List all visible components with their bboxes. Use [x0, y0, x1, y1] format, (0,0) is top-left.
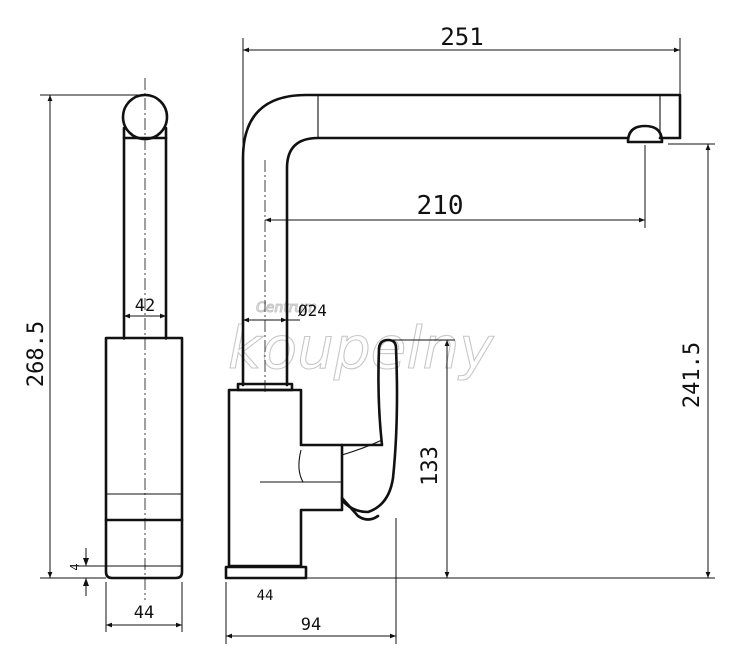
dim-total-height-ext — [40, 94, 145, 579]
side-view: 42 268.5 4 44 — [24, 78, 184, 632]
front-view-lever-handle — [340, 338, 399, 514]
dim-body-depth-label: 94 — [301, 615, 321, 635]
front-view-aerator — [626, 124, 664, 144]
dim-base-thickness-label: 4 — [68, 563, 82, 570]
dim-base-width-front-label: 44 — [257, 588, 274, 604]
dim-total-height-label: 268.5 — [24, 321, 49, 387]
dim-spout-reach-label: 210 — [417, 191, 464, 221]
dim-spout-height-label: 241.5 — [680, 342, 705, 408]
front-view-body — [227, 388, 344, 568]
front-view-base — [224, 565, 308, 580]
front-view-lever-neck — [341, 439, 383, 456]
front-view-spout-joints — [317, 95, 661, 138]
side-view-base — [104, 518, 184, 580]
front-view-spout-inner — [285, 136, 630, 387]
dim-overall-width-label: 251 — [440, 23, 483, 51]
front-view-body-curve — [298, 449, 304, 483]
dim-pipe-diameter-label: Ø24 — [298, 301, 327, 320]
dim-handle-height-label: 133 — [418, 446, 443, 486]
dim-base-width-side-label: 44 — [134, 603, 154, 623]
dim-side-width-label: 42 — [135, 296, 155, 316]
front-view: 251 210 Ø24 241.5 133 44 94 — [224, 23, 715, 644]
front-view-cartridge — [340, 496, 380, 521]
side-view-body — [104, 336, 184, 522]
watermark-large-text: koupelny — [228, 314, 494, 382]
watermark: Centrum koupelny — [227, 299, 494, 382]
dim-side-width-ext — [123, 300, 167, 340]
dim-overall-width-ext — [242, 38, 681, 160]
dim-base-thickness-arrows — [83, 558, 89, 586]
